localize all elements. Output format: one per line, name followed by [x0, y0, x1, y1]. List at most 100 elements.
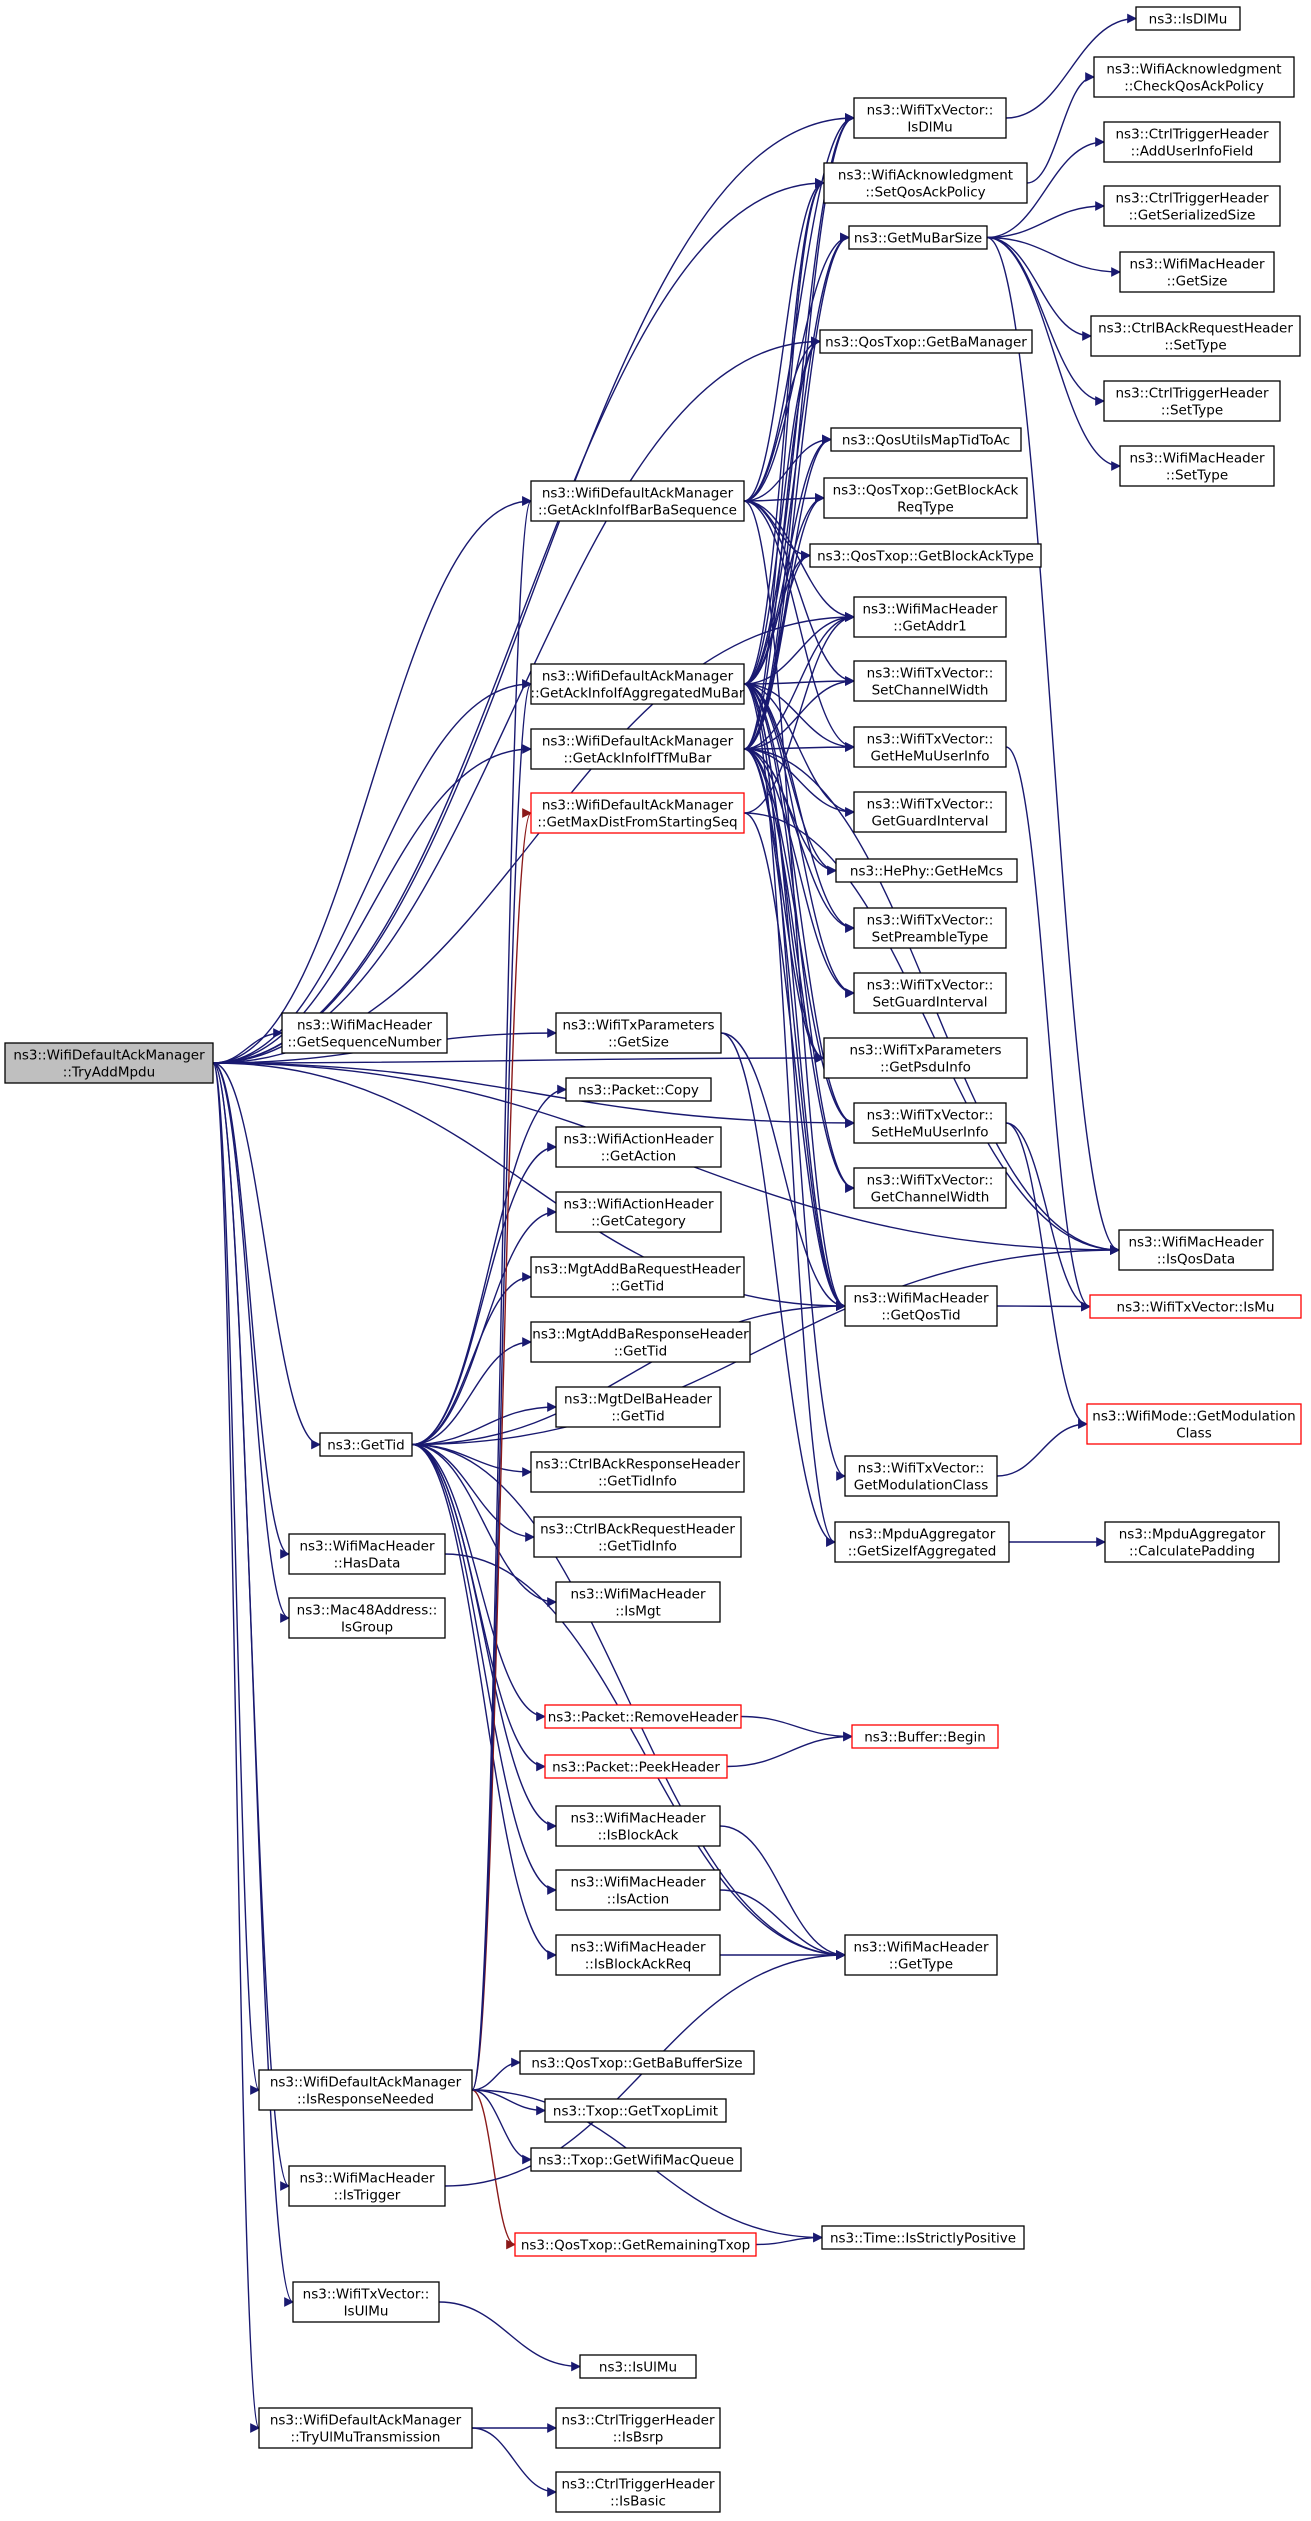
graph-node-label: ns3::WifiMacHeader	[1129, 451, 1265, 467]
graph-node-IsDlMu[interactable]: ns3::IsDlMu	[1135, 6, 1241, 31]
graph-node-GetSequenceNumber[interactable]: ns3::WifiMacHeader::GetSequenceNumber	[281, 1012, 448, 1054]
call-edge-GetAckTf-to-GetBlockAckType	[743, 550, 811, 750]
graph-node-label: ns3::WifiMacHeader	[853, 1940, 989, 1956]
graph-node-label: ns3::Time::IsStrictlyPositive	[830, 2231, 1016, 2247]
graph-node-IsBasic[interactable]: ns3::CtrlTriggerHeader::IsBasic	[555, 2471, 721, 2513]
call-edge-GetTid-to-AddBaRespTid	[411, 1337, 532, 1446]
graph-node-BufferBegin[interactable]: ns3::Buffer::Begin	[851, 1724, 999, 1749]
graph-node-GetMuBarSize[interactable]: ns3::GetMuBarSize	[848, 225, 988, 250]
graph-node-GetRemainingTxop[interactable]: ns3::QosTxop::GetRemainingTxop	[514, 2232, 757, 2257]
graph-node-SetPreambleType[interactable]: ns3::WifiTxVector::SetPreambleType	[853, 907, 1007, 949]
call-edge-GetTid-to-IsBlockAckReq	[411, 1443, 557, 1960]
graph-node-IsTrigger[interactable]: ns3::WifiMacHeader::IsTrigger	[288, 2165, 446, 2207]
graph-node-DelBaTid[interactable]: ns3::MgtDelBaHeader::GetTid	[555, 1386, 721, 1428]
graph-node-label: ::SetType	[1164, 338, 1226, 354]
graph-node-CalculatePadding[interactable]: ns3::MpduAggregator::CalculatePadding	[1104, 1521, 1280, 1563]
graph-node-IsBsrp[interactable]: ns3::CtrlTriggerHeader::IsBsrp	[555, 2407, 721, 2449]
graph-node-BAckRespTidInfo[interactable]: ns3::CtrlBAckResponseHeader::GetTidInfo	[530, 1451, 745, 1493]
graph-node-BAckReqTidInfo[interactable]: ns3::CtrlBAckRequestHeader::GetTidInfo	[533, 1516, 742, 1558]
graph-node-ActionGetCategory[interactable]: ns3::WifiActionHeader::GetCategory	[555, 1191, 722, 1233]
graph-node-GetAddr1[interactable]: ns3::WifiMacHeader::GetAddr1	[853, 596, 1007, 638]
graph-node-IsBlockAckReq[interactable]: ns3::WifiMacHeader::IsBlockAckReq	[555, 1934, 721, 1976]
graph-node-GetModulationClass[interactable]: ns3::WifiTxVector::GetModulationClass	[844, 1455, 998, 1497]
graph-node-IsMgt[interactable]: ns3::WifiMacHeader::IsMgt	[555, 1581, 721, 1623]
graph-node-AddBaRespTid[interactable]: ns3::MgtAddBaResponseHeader::GetTid	[530, 1321, 751, 1363]
call-edge-GetAckBar-to-GetHeMuUserInfo	[743, 500, 855, 752]
graph-node-GetWifiMacQueue[interactable]: ns3::Txop::GetWifiMacQueue	[530, 2147, 742, 2172]
graph-node-SetGuardInterval[interactable]: ns3::WifiTxVector::SetGuardInterval	[853, 972, 1007, 1014]
graph-node-GetHeMcs[interactable]: ns3::HePhy::GetHeMcs	[835, 858, 1018, 883]
graph-node-label: ::GetTid	[614, 1344, 667, 1360]
graph-node-label: ns3::WifiDefaultAckManager	[270, 2075, 462, 2091]
graph-node-GetQosTid[interactable]: ns3::WifiMacHeader::GetQosTid	[844, 1285, 998, 1327]
graph-node-TrigGetSerializedSize[interactable]: ns3::CtrlTriggerHeader::GetSerializedSiz…	[1103, 185, 1281, 227]
graph-node-label: ns3::WifiTxVector::	[867, 913, 994, 929]
graph-node-IsAction[interactable]: ns3::WifiMacHeader::IsAction	[555, 1869, 721, 1911]
call-edge-GetAckTf-to-GetChannelWidth	[743, 748, 855, 1193]
call-edge-GetTid-to-IsQosData	[411, 1245, 1120, 1446]
graph-node-RemoveHeader[interactable]: ns3::Packet::RemoveHeader	[544, 1704, 742, 1729]
graph-node-label: ns3::GetTid	[327, 1438, 405, 1454]
graph-node-PacketCopy[interactable]: ns3::Packet::Copy	[565, 1077, 712, 1102]
graph-node-TrigSetType[interactable]: ns3::CtrlTriggerHeader::SetType	[1103, 380, 1281, 422]
graph-node-GetTid[interactable]: ns3::GetTid	[319, 1432, 413, 1457]
graph-node-GetAckBar[interactable]: ns3::WifiDefaultAckManager::GetAckInfoIf…	[530, 480, 745, 522]
graph-node-IsResponseNeeded[interactable]: ns3::WifiDefaultAckManager::IsResponseNe…	[258, 2069, 473, 2111]
graph-node-GetBaBufferSize[interactable]: ns3::QosTxop::GetBaBufferSize	[519, 2050, 755, 2075]
call-edge-root-to-HasData	[212, 1062, 290, 1559]
graph-node-SetHeMuUserInfo[interactable]: ns3::WifiTxVector::SetHeMuUserInfo	[853, 1102, 1007, 1144]
graph-node-label: ns3::WifiAcknowledgment	[838, 168, 1013, 184]
graph-node-GetBlockAckType[interactable]: ns3::QosTxop::GetBlockAckType	[809, 543, 1042, 568]
graph-node-PeekHeader[interactable]: ns3::Packet::PeekHeader	[544, 1754, 728, 1779]
graph-node-TryUlMu[interactable]: ns3::WifiDefaultAckManager::TryUlMuTrans…	[258, 2407, 473, 2449]
graph-node-ActionGetAction[interactable]: ns3::WifiActionHeader::GetAction	[555, 1126, 722, 1168]
graph-node-AddUserInfoField[interactable]: ns3::CtrlTriggerHeader::AddUserInfoField	[1103, 121, 1281, 163]
graph-node-SetQosAckPolicy[interactable]: ns3::WifiAcknowledgment::SetQosAckPolicy	[823, 162, 1028, 204]
call-edge-GetAckTf-to-GetHeMuUserInfo	[743, 742, 855, 752]
graph-node-GetType[interactable]: ns3::WifiMacHeader::GetType	[844, 1934, 998, 1976]
call-edges	[212, 13, 1137, 2497]
graph-node-GetSizeIfAggregated[interactable]: ns3::MpduAggregator::GetSizeIfAggregated	[834, 1521, 1010, 1563]
graph-node-MacHdrSetType[interactable]: ns3::WifiMacHeader::SetType	[1119, 445, 1275, 487]
graph-node-label: ::GetSize	[1167, 274, 1228, 290]
call-edge-GetTid-to-AddBaReqTid	[411, 1272, 532, 1446]
graph-node-IsQosData[interactable]: ns3::WifiMacHeader::IsQosData	[1118, 1229, 1274, 1271]
graph-node-GetPsduInfo[interactable]: ns3::WifiTxParameters::GetPsduInfo	[823, 1037, 1028, 1079]
graph-node-TxParamsGetSize[interactable]: ns3::WifiTxParameters::GetSize	[555, 1012, 722, 1054]
graph-node-GetChannelWidth[interactable]: ns3::WifiTxVector::GetChannelWidth	[853, 1167, 1007, 1209]
graph-node-GetGuardInterval[interactable]: ns3::WifiTxVector::GetGuardInterval	[853, 791, 1007, 833]
call-edge-GetMuBarSize-to-BAckReqSetType	[986, 236, 1092, 341]
graph-node-MacHdrGetSize[interactable]: ns3::WifiMacHeader::GetSize	[1119, 251, 1275, 293]
call-edge-GetTid-to-DelBaTid	[411, 1402, 557, 1446]
graph-node-IsUlMu[interactable]: ns3::IsUlMu	[579, 2354, 697, 2379]
graph-node-label: ns3::WifiMacHeader	[299, 1539, 435, 1555]
graph-node-GetBaManager[interactable]: ns3::QosTxop::GetBaManager	[819, 329, 1033, 354]
graph-node-IsGroup[interactable]: ns3::Mac48Address::IsGroup	[288, 1597, 446, 1639]
graph-node-label: ::GetAckInfoIfBarBaSequence	[538, 503, 737, 519]
graph-node-VecIsDlMu[interactable]: ns3::WifiTxVector::IsDlMu	[853, 97, 1007, 139]
graph-node-ModeGetModClass[interactable]: ns3::WifiMode::GetModulationClass	[1086, 1403, 1302, 1445]
graph-node-root[interactable]: ns3::WifiDefaultAckManager::TryAddMpdu	[4, 1042, 214, 1084]
graph-node-GetAckTf[interactable]: ns3::WifiDefaultAckManager::GetAckInfoIf…	[530, 728, 745, 770]
graph-node-label: ns3::WifiTxVector::IsMu	[1117, 1300, 1275, 1316]
graph-node-label: ns3::WifiActionHeader	[563, 1197, 713, 1213]
graph-node-IsUlMuVec[interactable]: ns3::WifiTxVector::IsUlMu	[292, 2281, 440, 2323]
graph-node-CheckQosAckPolicy[interactable]: ns3::WifiAcknowledgment::CheckQosAckPoli…	[1093, 56, 1295, 98]
graph-node-GetTxopLimit[interactable]: ns3::Txop::GetTxopLimit	[544, 2098, 727, 2123]
graph-node-TimeIsStrictlyPositive[interactable]: ns3::Time::IsStrictlyPositive	[821, 2225, 1025, 2250]
graph-node-MapTidToAc[interactable]: ns3::QosUtilsMapTidToAc	[830, 427, 1022, 452]
call-edge-GetAckAgg-to-GetModulationClass	[743, 683, 846, 1481]
graph-node-IsBlockAck[interactable]: ns3::WifiMacHeader::IsBlockAck	[555, 1805, 721, 1847]
graph-node-SetChannelWidth[interactable]: ns3::WifiTxVector::SetChannelWidth	[853, 660, 1007, 702]
call-edge-root-to-TryUlMu	[212, 1062, 260, 2433]
graph-node-GetHeMuUserInfo[interactable]: ns3::WifiTxVector::GetHeMuUserInfo	[853, 726, 1007, 768]
graph-node-AddBaReqTid[interactable]: ns3::MgtAddBaRequestHeader::GetTid	[530, 1256, 745, 1298]
graph-node-VecIsMu[interactable]: ns3::WifiTxVector::IsMu	[1089, 1294, 1302, 1319]
graph-node-label: ns3::CtrlTriggerHeader	[1115, 191, 1268, 207]
graph-node-label: ::GetSequenceNumber	[288, 1035, 442, 1051]
graph-node-HasData[interactable]: ns3::WifiMacHeader::HasData	[288, 1533, 446, 1575]
graph-node-BAckReqSetType[interactable]: ns3::CtrlBAckRequestHeader::SetType	[1090, 315, 1301, 357]
graph-node-GetAckAgg[interactable]: ns3::WifiDefaultAckManager::GetAckInfoIf…	[530, 663, 745, 705]
graph-node-GetMaxDist[interactable]: ns3::WifiDefaultAckManager::GetMaxDistFr…	[530, 792, 745, 834]
